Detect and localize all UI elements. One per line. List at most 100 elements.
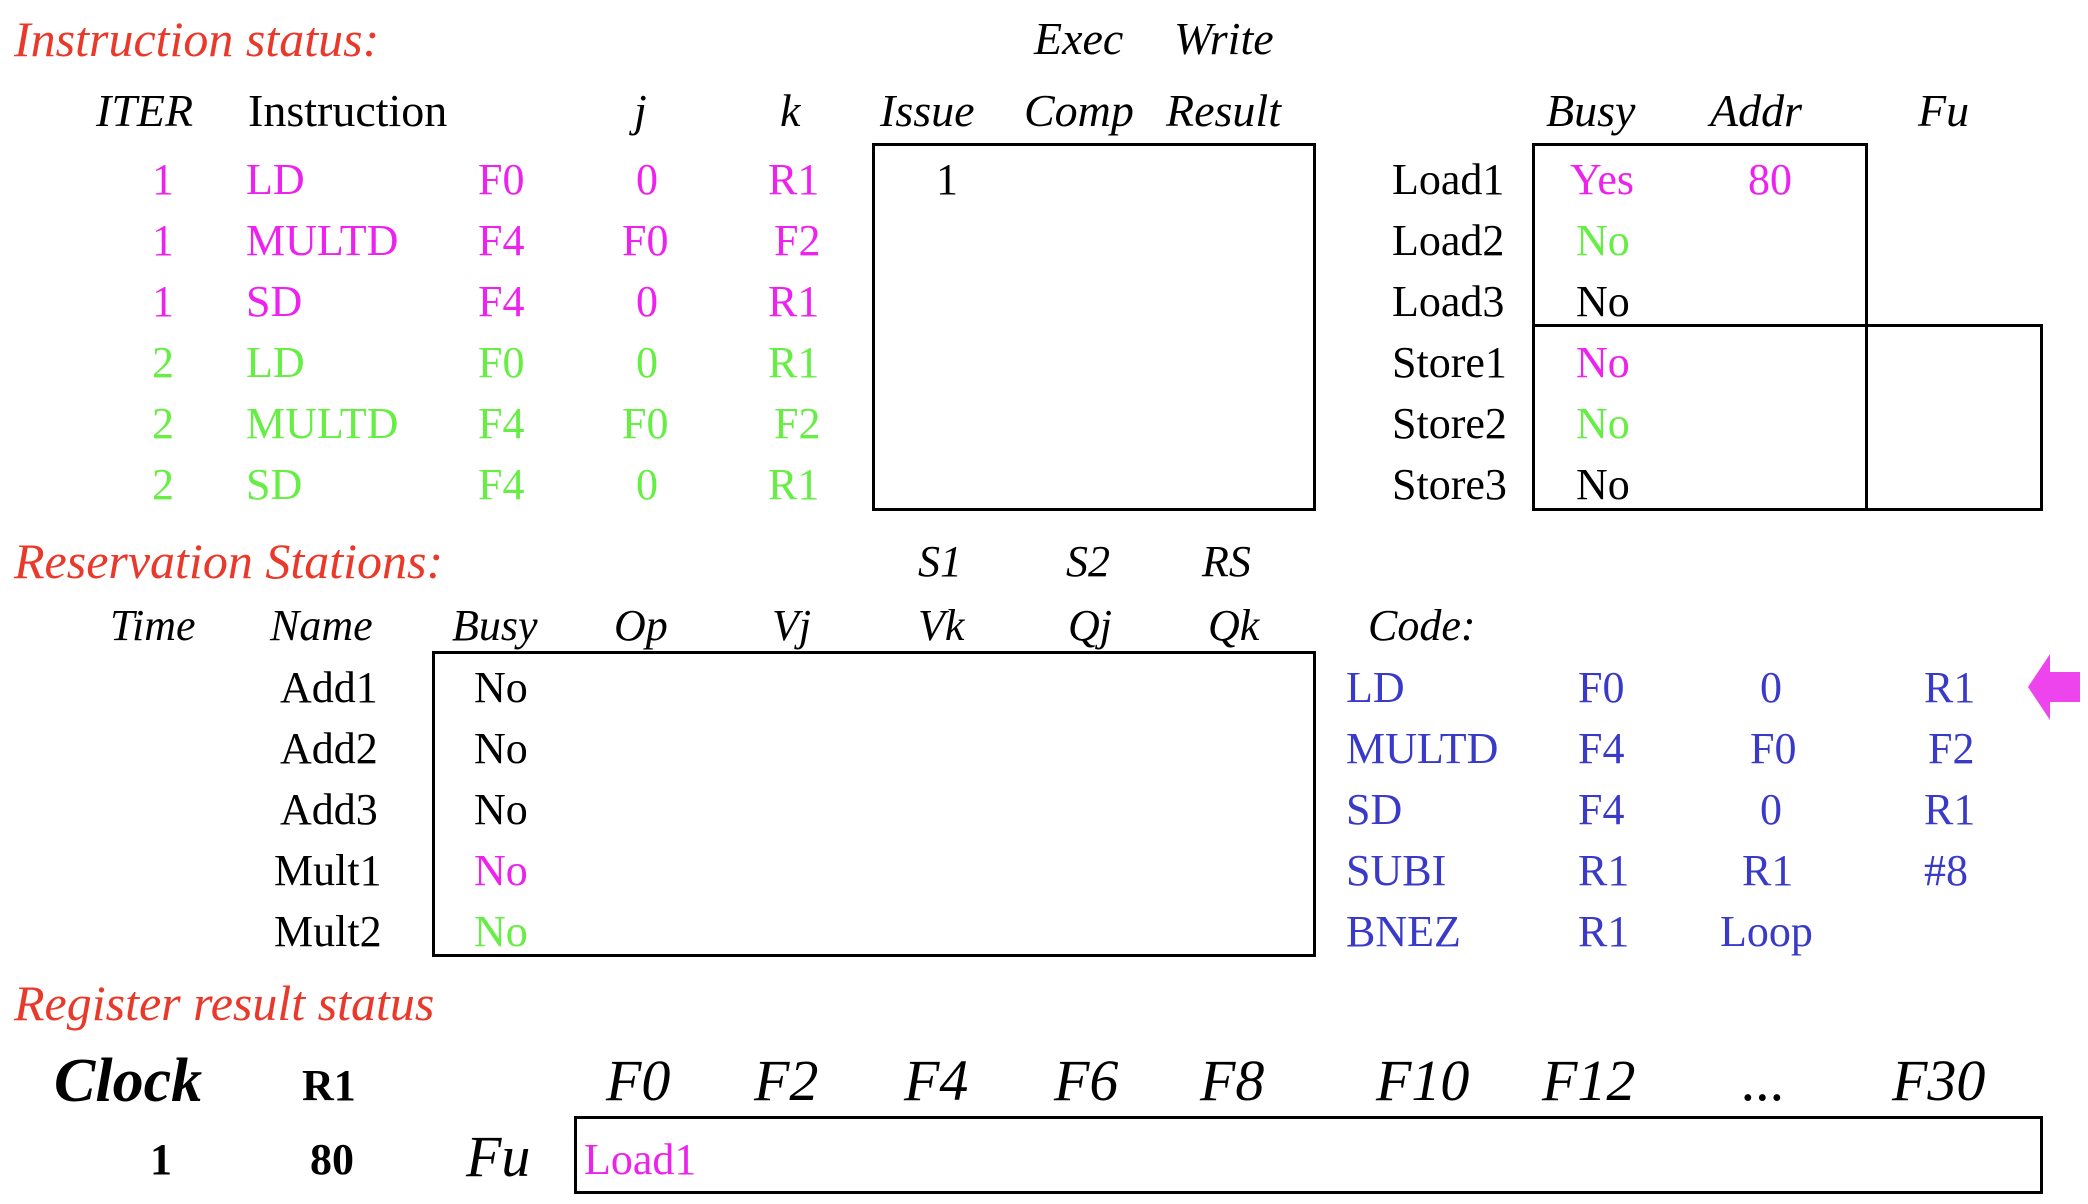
- clock-label: Clock: [54, 1047, 203, 1115]
- comp-header: Comp: [1024, 85, 1134, 136]
- write-super-header: Write: [1174, 13, 1274, 64]
- k-cell: R1: [768, 155, 820, 204]
- buffer-busy: No: [1576, 338, 1630, 387]
- buffer-busy: No: [1576, 277, 1630, 326]
- iter-cell: 1: [152, 155, 174, 204]
- j-header: j: [634, 85, 647, 136]
- code-label: Code:: [1368, 601, 1476, 650]
- register-header: F4: [904, 1048, 969, 1113]
- k-cell: R1: [768, 338, 820, 387]
- instruction-header: Instruction: [248, 85, 448, 136]
- code-arg1: R1: [1578, 846, 1630, 895]
- j-cell: F0: [622, 216, 669, 265]
- j-cell: 0: [636, 338, 658, 387]
- buffer-name: Store3: [1392, 460, 1507, 509]
- code-op: BNEZ: [1346, 907, 1461, 956]
- iter-cell: 1: [152, 216, 174, 265]
- buffer-name: Store2: [1392, 399, 1507, 448]
- register-fu-value: Load1: [584, 1135, 697, 1184]
- code-arg3: #8: [1924, 846, 1968, 895]
- rs-name: Add2: [280, 724, 378, 773]
- dest-cell: F4: [478, 277, 525, 326]
- iter-cell: 2: [152, 460, 174, 509]
- j-cell: 0: [636, 460, 658, 509]
- op-cell: SD: [246, 460, 303, 509]
- buffer-addr: 80: [1748, 155, 1792, 204]
- k-cell: R1: [768, 277, 820, 326]
- r1-value: 80: [310, 1135, 354, 1184]
- buffer-busy: Yes: [1570, 155, 1635, 204]
- buffer-busy: No: [1576, 399, 1630, 448]
- code-arg2: R1: [1742, 846, 1794, 895]
- dest-cell: F4: [478, 399, 525, 448]
- dest-cell: F0: [478, 338, 525, 387]
- arrow-left-icon: [2028, 654, 2080, 720]
- k-cell: F2: [774, 399, 821, 448]
- rs-busy: No: [474, 846, 528, 895]
- time-header: Time: [110, 601, 196, 650]
- register-header: F0: [606, 1048, 671, 1113]
- reservation-stations-title: Reservation Stations:: [14, 533, 444, 589]
- instruction-status-box: [872, 143, 1316, 511]
- buffer-busy: No: [1576, 460, 1630, 509]
- iter-cell: 1: [152, 277, 174, 326]
- k-cell: F2: [774, 216, 821, 265]
- rs-super-header: RS: [1202, 537, 1251, 586]
- rs-busy: No: [474, 785, 528, 834]
- rs-busy: No: [474, 724, 528, 773]
- code-arg2: 0: [1760, 663, 1782, 712]
- k-header: k: [780, 85, 801, 136]
- rs-name: Add1: [280, 663, 378, 712]
- vk-header: Vk: [918, 601, 965, 650]
- rs-name: Mult2: [274, 907, 382, 956]
- r1-label: R1: [302, 1061, 356, 1110]
- buffer-name: Store1: [1392, 338, 1507, 387]
- exec-super-header: Exec: [1034, 13, 1124, 64]
- instruction-status-title: Instruction status:: [14, 11, 380, 67]
- buffer-name: Load2: [1392, 216, 1505, 265]
- iter-header: ITER: [96, 85, 194, 136]
- op-cell: MULTD: [246, 216, 399, 265]
- code-arg3: R1: [1924, 663, 1976, 712]
- result-header: Result: [1166, 85, 1281, 136]
- op-cell: LD: [246, 155, 305, 204]
- code-op: LD: [1346, 663, 1405, 712]
- code-arg3: F2: [1928, 724, 1975, 773]
- issue-header: Issue: [880, 85, 975, 136]
- issue-cell: 1: [936, 155, 958, 204]
- j-cell: 0: [636, 277, 658, 326]
- register-header: F8: [1200, 1048, 1265, 1113]
- register-header: F10: [1376, 1048, 1470, 1113]
- register-header: ...: [1742, 1048, 1786, 1113]
- code-arg2: Loop: [1720, 907, 1813, 956]
- s1-super-header: S1: [918, 537, 962, 586]
- k-cell: R1: [768, 460, 820, 509]
- code-arg3: R1: [1924, 785, 1976, 834]
- code-arg2: 0: [1760, 785, 1782, 834]
- fu-label: Fu: [466, 1124, 531, 1189]
- op-cell: LD: [246, 338, 305, 387]
- reservation-stations-box: [432, 651, 1316, 957]
- dest-cell: F0: [478, 155, 525, 204]
- rs-name: Add3: [280, 785, 378, 834]
- iter-cell: 2: [152, 399, 174, 448]
- op-cell: MULTD: [246, 399, 399, 448]
- register-header: F2: [754, 1048, 819, 1113]
- dest-cell: F4: [478, 216, 525, 265]
- buffer-name: Load1: [1392, 155, 1505, 204]
- vj-header: Vj: [772, 601, 812, 650]
- name-header: Name: [270, 601, 373, 650]
- j-cell: 0: [636, 155, 658, 204]
- register-header: F30: [1892, 1048, 1986, 1113]
- op-header: Op: [614, 601, 668, 650]
- rs-busy: No: [474, 907, 528, 956]
- register-result-status-title: Register result status: [14, 975, 435, 1031]
- addr-header: Addr: [1710, 85, 1802, 136]
- code-op: SD: [1346, 785, 1403, 834]
- fu-header: Fu: [1918, 85, 1970, 136]
- store-fu-box: [1865, 324, 2043, 511]
- rs-name: Mult1: [274, 846, 382, 895]
- code-arg1: F4: [1578, 785, 1625, 834]
- code-arg1: R1: [1578, 907, 1630, 956]
- buffer-busy: No: [1576, 216, 1630, 265]
